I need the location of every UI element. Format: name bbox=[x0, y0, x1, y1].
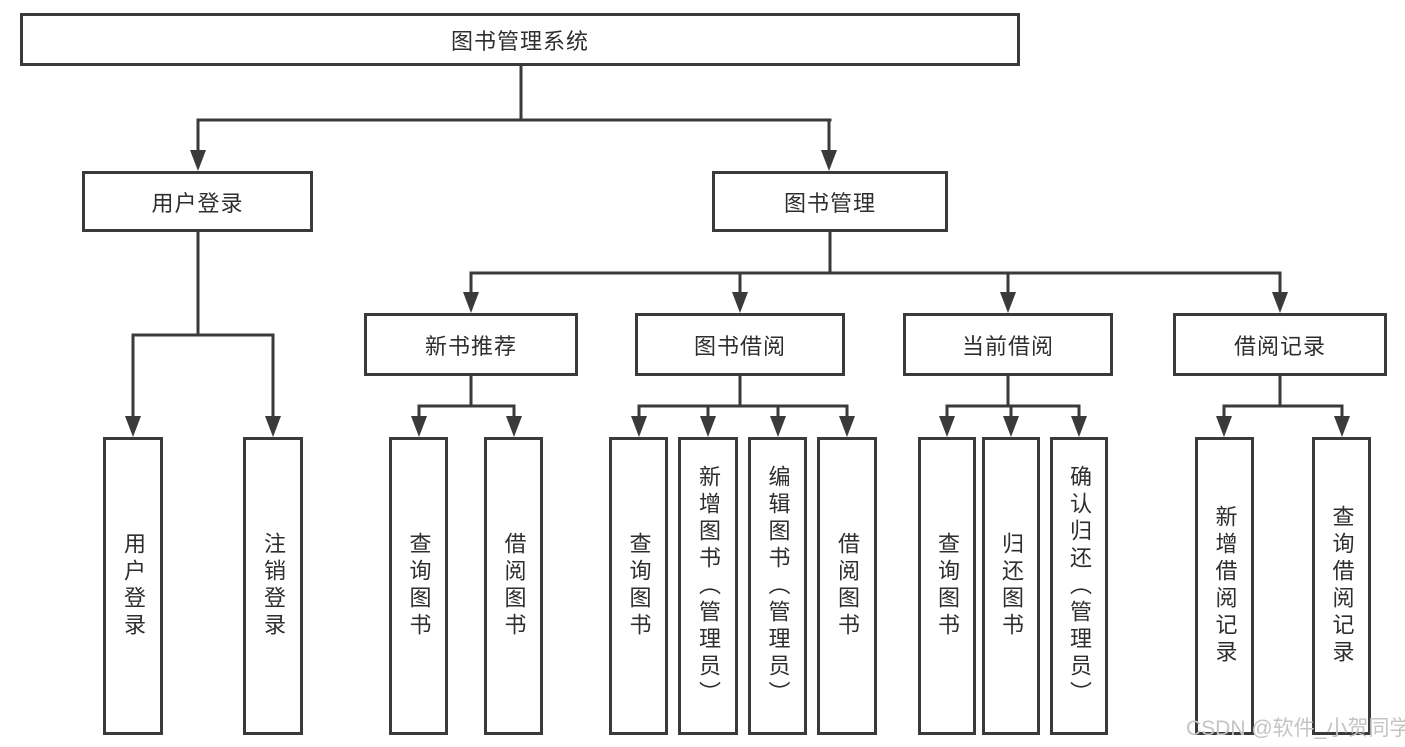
node-book-borrow: 图书借阅 bbox=[635, 313, 845, 376]
leaf-user-login: 用户登录 bbox=[103, 437, 163, 735]
leaf-query-borrow-record-label: 查询借阅记录 bbox=[1329, 505, 1355, 667]
node-root-system-label: 图书管理系统 bbox=[450, 28, 589, 54]
leaf-newbook-borrow-book: 借阅图书 bbox=[484, 437, 543, 735]
node-new-book-recommend-label: 新书推荐 bbox=[424, 333, 517, 359]
leaf-newbook-borrow-book-label: 借阅图书 bbox=[501, 532, 527, 640]
leaf-logout: 注销登录 bbox=[243, 437, 303, 735]
node-book-borrow-label: 图书借阅 bbox=[693, 333, 786, 359]
node-borrow-record: 借阅记录 bbox=[1173, 313, 1387, 376]
node-new-book-recommend: 新书推荐 bbox=[364, 313, 578, 376]
leaf-return-book: 归还图书 bbox=[982, 437, 1040, 735]
node-root-system: 图书管理系统 bbox=[20, 13, 1020, 66]
leaf-borrow-book: 借阅图书 bbox=[817, 437, 877, 735]
leaf-add-book-admin: 新增图书（管理员） bbox=[678, 437, 738, 735]
leaf-current-query-book: 查询图书 bbox=[918, 437, 976, 735]
leaf-return-book-label: 归还图书 bbox=[999, 532, 1024, 640]
leaf-newbook-query-book-label: 查询图书 bbox=[406, 532, 432, 640]
leaf-add-borrow-record: 新增借阅记录 bbox=[1195, 437, 1254, 735]
leaf-borrow-book-label: 借阅图书 bbox=[835, 532, 860, 640]
leaf-edit-book-admin: 编辑图书（管理员） bbox=[748, 437, 807, 735]
node-current-borrow: 当前借阅 bbox=[903, 313, 1113, 376]
node-user-login: 用户登录 bbox=[82, 171, 313, 232]
leaf-edit-book-admin-label: 编辑图书（管理员） bbox=[765, 464, 791, 708]
node-current-borrow-label: 当前借阅 bbox=[961, 333, 1054, 359]
leaf-newbook-query-book: 查询图书 bbox=[389, 437, 448, 735]
node-borrow-record-label: 借阅记录 bbox=[1233, 333, 1326, 359]
watermark-text: CSDN @软件_小贺同学 bbox=[1186, 717, 1405, 740]
leaf-logout-label: 注销登录 bbox=[261, 532, 286, 640]
leaf-add-borrow-record-label: 新增借阅记录 bbox=[1212, 505, 1238, 667]
node-user-login-label: 用户登录 bbox=[151, 190, 244, 216]
leaf-current-query-book-label: 查询图书 bbox=[935, 532, 960, 640]
node-book-management: 图书管理 bbox=[712, 171, 948, 232]
leaf-user-login-label: 用户登录 bbox=[121, 532, 146, 640]
leaf-query-borrow-record: 查询借阅记录 bbox=[1312, 437, 1371, 735]
leaf-borrow-query-book: 查询图书 bbox=[609, 437, 668, 735]
leaf-confirm-return-admin-label: 确认归还（管理员） bbox=[1067, 464, 1092, 708]
leaf-borrow-query-book-label: 查询图书 bbox=[626, 532, 652, 640]
node-book-management-label: 图书管理 bbox=[783, 190, 876, 216]
leaf-add-book-admin-label: 新增图书（管理员） bbox=[696, 464, 721, 708]
leaf-confirm-return-admin: 确认归还（管理员） bbox=[1050, 437, 1108, 735]
